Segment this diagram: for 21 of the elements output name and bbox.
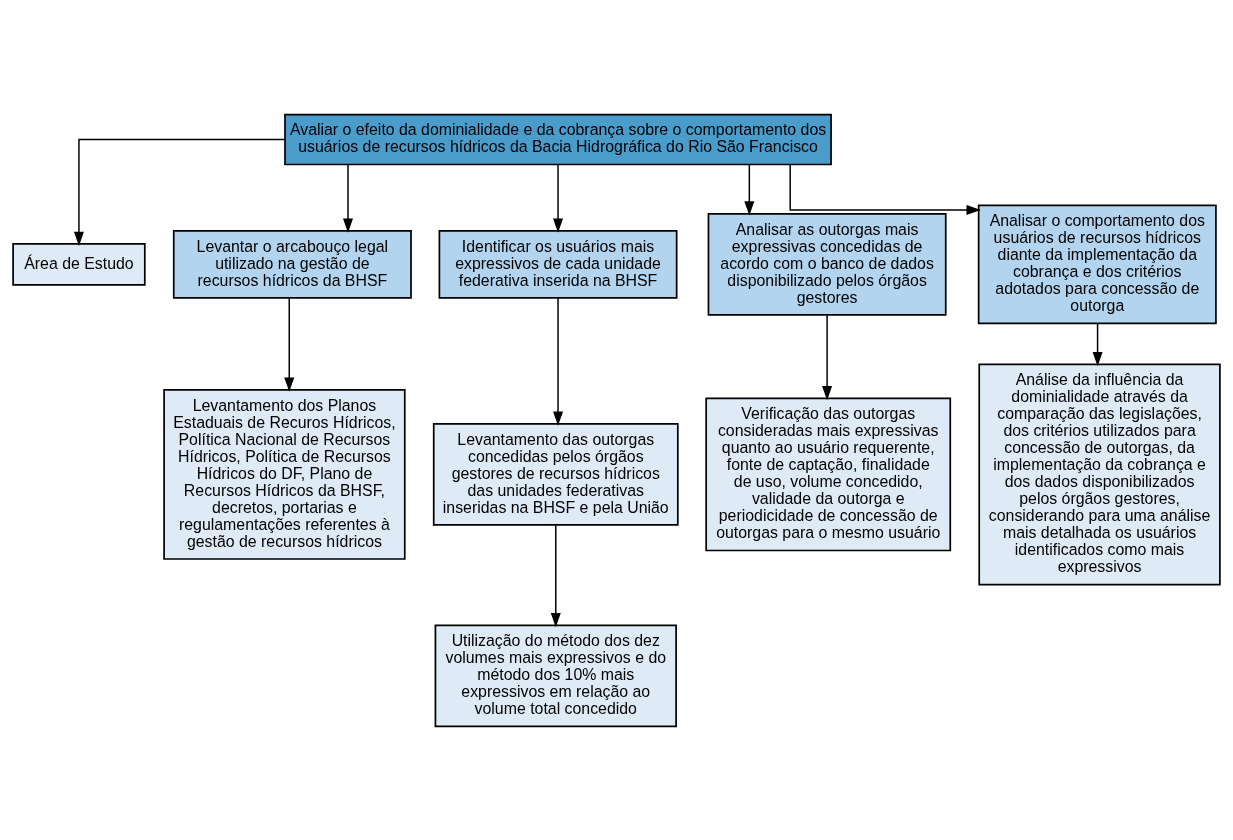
node-box: Área de Estudo	[12, 242, 146, 286]
arrow	[553, 163, 564, 233]
node-box: Análise da influência da dominialidade através da comparação das legislações, dos critérios utilizados para concessão de outorgas, da implementação da cobrança e dos dados disponibilizados pelos órgãos gestores, considerando para uma análise mais detalhada os usuários identificados como mais expressivos	[978, 362, 1221, 585]
node-box: Levantamento das outorgas concedidas pelos órgãos gestores de recursos hídricos das unidades federativas inseridas na BHSF e pela União	[432, 422, 679, 526]
node-box: Utilização do método dos dez volumes mais expressivos e do método dos 10% mais expressivos em relação ao volume total concedido	[434, 624, 677, 727]
arrow	[822, 314, 833, 400]
node-box: Analisar o comportamento dos usuários de recursos hídricos diante da implementação da cobrança e dos critérios adotados para concessão de outorga	[977, 204, 1217, 324]
arrow	[343, 163, 354, 233]
arrow	[553, 296, 564, 426]
node-box: Verificação das outorgas consideradas mais expressivas quanto ao usuário requerente, fonte de captação, finalidade de uso, volume concedido, validade da outorga e periodicidade de concessão de outorgas para o mesmo usuário	[705, 397, 952, 551]
arrow	[73, 138, 286, 246]
node-box: Analisar as outorgas mais expressivas concedidas de acordo com o banco de dados disponibilizado pelos órgãos gestores	[707, 212, 947, 316]
node-box: Levantar o arcabouço legal utilizado na gestão de recursos hídricos da BHSF	[172, 229, 412, 299]
node-box: Avaliar o efeito da dominialidade e da cobrança sobre o comportamento dos usuários de recursos hídricos da Bacia Hidrográfica do Rio São Francisco	[284, 113, 832, 165]
arrow	[284, 296, 295, 392]
arrow	[1092, 322, 1103, 366]
arrow	[744, 163, 755, 216]
arrow	[789, 163, 981, 215]
node-box: Identificar os usuários mais expressivos de cada unidade federativa inserida na BHSF	[438, 229, 678, 299]
node-box: Levantamento dos Planos Estaduais de Recuros Hídricos, Política Nacional de Recursos Hídricos, Política de Recursos Hídricos do DF, Plano de Recursos Hídricos da BHSF, decretos, portarias e regulamentações referentes à gestão de recursos hídricos	[163, 388, 406, 560]
arrow	[550, 524, 561, 627]
